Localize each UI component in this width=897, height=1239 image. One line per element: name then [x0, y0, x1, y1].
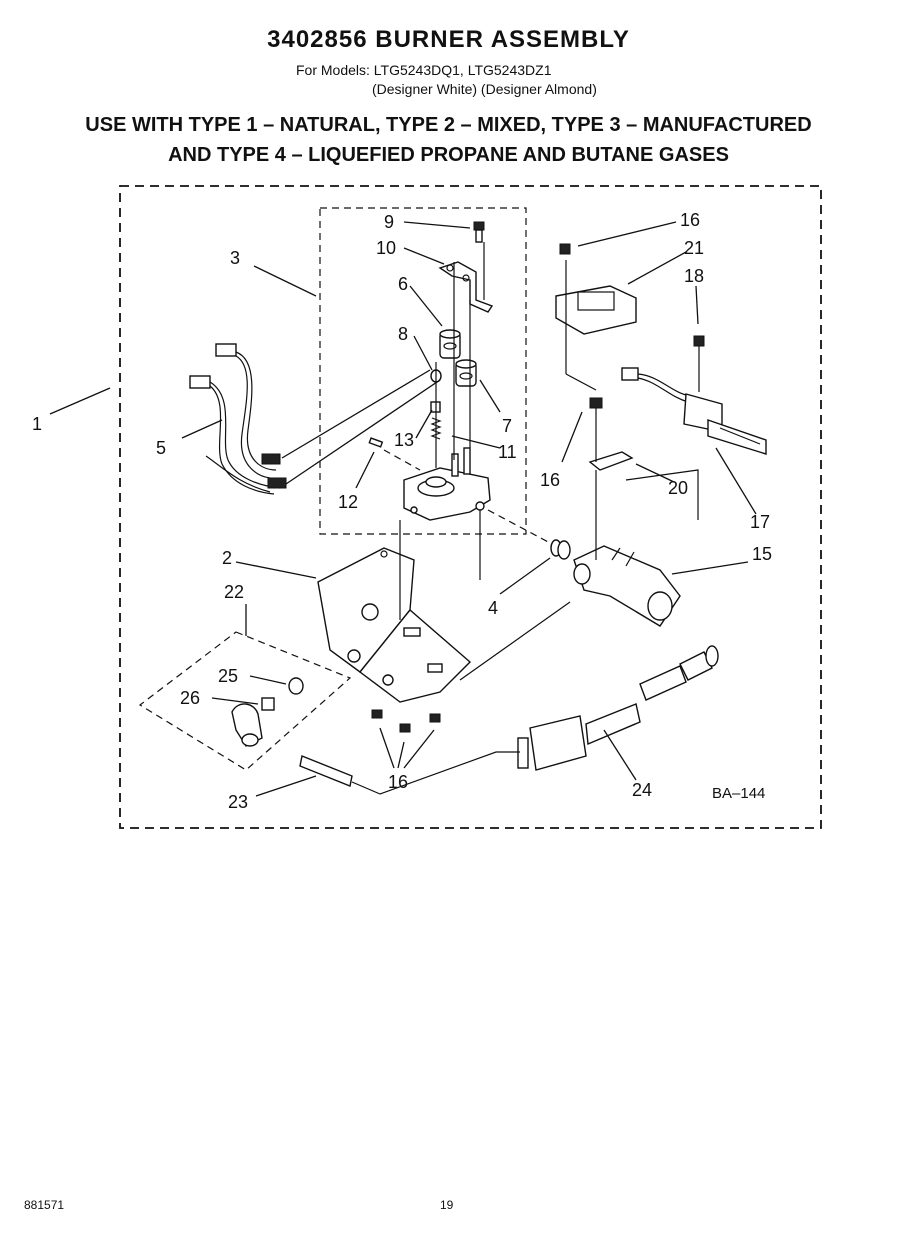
screw-9 — [473, 221, 485, 243]
coil-retainer — [438, 261, 494, 313]
igniter-bracket — [588, 397, 699, 560]
callout-25: 25 — [218, 666, 238, 686]
assembly-outline — [119, 185, 822, 829]
callout-16-top: 16 — [680, 210, 700, 230]
callout-9: 9 — [384, 212, 394, 232]
callout-11: 11 — [498, 442, 517, 462]
callout-10: 10 — [376, 238, 396, 258]
callout-3: 3 — [230, 248, 240, 268]
valve-coil-7 — [455, 359, 477, 387]
flame-sensor — [555, 243, 637, 391]
callout-20: 20 — [668, 478, 688, 498]
igniter — [621, 335, 767, 455]
wire-harness — [189, 343, 441, 495]
callout-8: 8 — [398, 324, 408, 344]
callout-16-bottom: 16 — [388, 772, 408, 792]
callout-5: 5 — [156, 438, 166, 458]
plunger-parts — [430, 242, 485, 468]
figure-reference: BA–144 — [712, 785, 765, 802]
gas-types-line-1: USE WITH TYPE 1 – NATURAL, TYPE 2 – MIXE… — [85, 114, 812, 136]
callout-26: 26 — [180, 688, 200, 708]
page-title: 3402856 BURNER ASSEMBLY — [267, 26, 630, 53]
burner — [573, 545, 681, 627]
callout-17: 17 — [750, 512, 770, 532]
callout-15: 15 — [752, 544, 772, 564]
valve-coil-6 — [439, 329, 461, 359]
callout-23: 23 — [228, 792, 248, 812]
mounting-screws — [371, 709, 441, 733]
callout-7: 7 — [502, 416, 512, 436]
callout-18: 18 — [684, 266, 704, 286]
burner-bracket — [317, 510, 481, 703]
callout-21: 21 — [684, 238, 704, 258]
callout-13: 13 — [394, 430, 414, 450]
callout-1: 1 — [32, 414, 42, 434]
callout-24: 24 — [632, 780, 652, 800]
page-number: 19 — [440, 1198, 454, 1212]
callout-4: 4 — [488, 598, 498, 618]
callout-16-middle: 16 — [540, 470, 560, 490]
orifice — [487, 509, 571, 560]
callout-12: 12 — [338, 492, 358, 512]
models-colors-line: (Designer White) (Designer Almond) — [372, 81, 597, 97]
callout-labels: 1 2 3 4 5 6 7 8 9 10 11 12 13 15 16 16 1… — [32, 210, 772, 812]
callout-22: 22 — [224, 582, 244, 602]
valve-subassembly-outline — [319, 207, 527, 535]
gas-types-line-2: AND TYPE 4 – LIQUEFIED PROPANE AND BUTAN… — [168, 144, 729, 166]
gas-supply-tube — [517, 645, 719, 771]
pin-12 — [368, 437, 421, 471]
callout-2: 2 — [222, 548, 232, 568]
callout-6: 6 — [398, 274, 408, 294]
document-number: 881571 — [24, 1198, 65, 1212]
gas-valve — [403, 447, 491, 521]
conversion-kit-outline — [138, 631, 352, 771]
conversion-kit-parts — [231, 677, 304, 747]
leader-lines — [49, 221, 757, 797]
pipe-nipple — [299, 751, 520, 795]
models-line: For Models: LTG5243DQ1, LTG5243DZ1 — [296, 62, 552, 78]
